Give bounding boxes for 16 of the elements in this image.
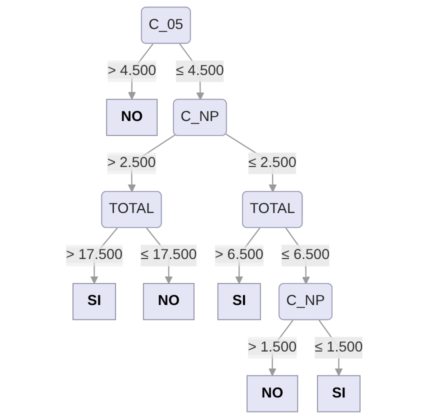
edge-label: ≤ 2.500	[248, 155, 296, 171]
node-box: NO	[106, 98, 158, 136]
edge-label: > 1.500	[248, 340, 296, 355]
node-box: SI	[72, 283, 116, 320]
edge-label: > 2.500	[106, 155, 156, 171]
edge-label: ≤ 4.500	[175, 63, 224, 79]
edge-label: ≤ 17.500	[140, 247, 196, 263]
edge-label: > 4.500	[107, 63, 156, 79]
node-box: NO	[142, 283, 194, 320]
node-box: NO	[246, 375, 298, 412]
edge-label: ≤ 1.500	[314, 340, 362, 355]
edge-label: > 6.500	[214, 247, 264, 263]
node-box: SI	[316, 375, 360, 412]
edge-label: ≤ 6.500	[281, 247, 330, 263]
node-box: SI	[217, 283, 260, 320]
edge-label: > 17.500	[66, 247, 122, 263]
